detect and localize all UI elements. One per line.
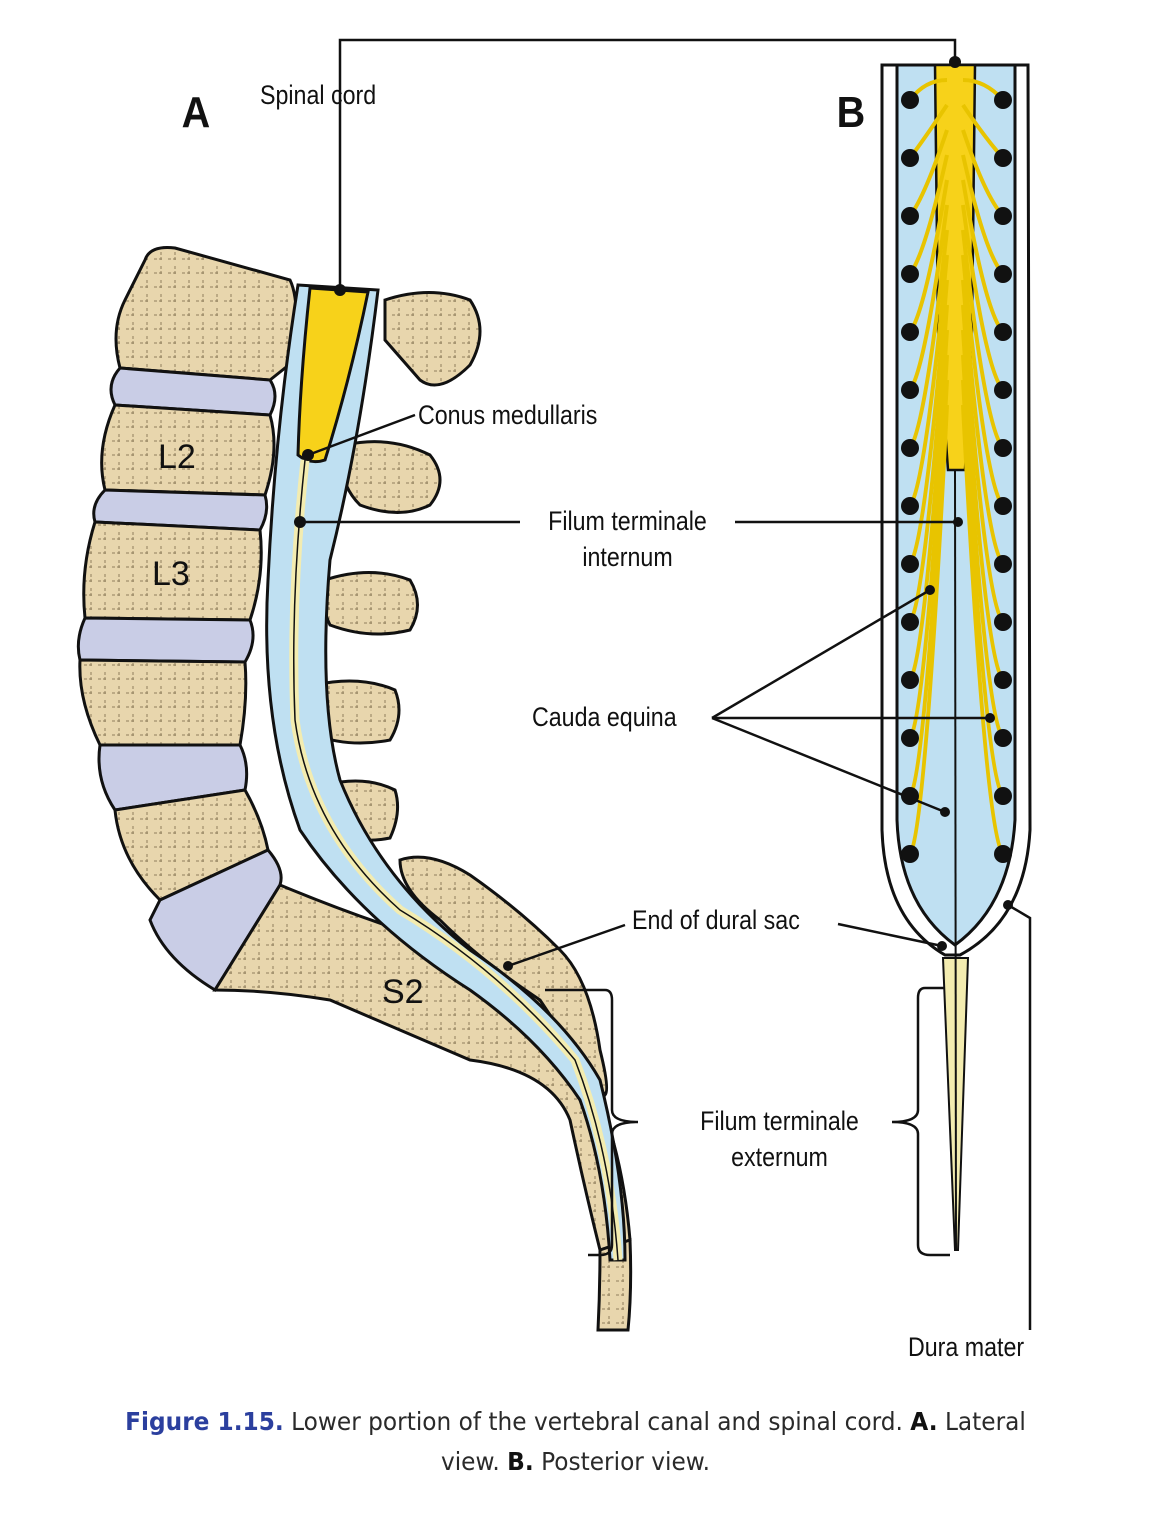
spinous-process-3 [320, 571, 419, 636]
leader-dura-mater [1007, 903, 1032, 1330]
dorsal-root-ganglion [901, 265, 919, 283]
dorsal-root-ganglion [901, 671, 919, 689]
caption-b-text: Posterior view. [541, 1447, 711, 1476]
nerve-root [908, 254, 949, 508]
vertebra-label-l2: L2 [158, 438, 196, 476]
nerve-root [961, 329, 1005, 682]
nerve-root [908, 404, 949, 856]
dorsal-root-ganglion [901, 729, 919, 747]
label-filum-internum-line2: internum [582, 541, 673, 572]
figure-caption: Figure 1.15. Lower portion of the verteb… [40, 1402, 1110, 1482]
label-filum-externum-line1: Filum terminale [700, 1106, 859, 1136]
nerve-root [908, 279, 949, 566]
dorsal-root-ganglion [994, 91, 1012, 109]
dorsal-root-ganglion [901, 555, 919, 573]
leader-end-dural-b [837, 922, 943, 948]
dorsal-root-ganglion [994, 729, 1012, 747]
leader-spinal-cord [338, 38, 957, 290]
dorsal-root-ganglion [994, 323, 1012, 341]
caption-b-marker: B. [507, 1447, 534, 1476]
nerve-root [961, 404, 1005, 856]
dorsal-root-ganglion [901, 323, 919, 341]
vertebra-label-l3: L3 [152, 555, 190, 593]
nerve-root [961, 354, 1005, 740]
dorsal-root-ganglion [901, 497, 919, 515]
brace-filum-externum-b [891, 986, 950, 1257]
label-filum-internum-line1: Filum terminale [548, 506, 707, 536]
dorsal-root-ganglion [994, 555, 1012, 573]
dorsal-root-ganglion [994, 845, 1012, 863]
coccyx [596, 1237, 633, 1332]
disc-l3-l4 [76, 616, 255, 664]
caption-text: Lower portion of the vertebral canal and… [291, 1407, 903, 1436]
sacral-crest [398, 855, 609, 1098]
nerve-root [908, 304, 949, 624]
label-conus-medullaris: Conus medullaris [418, 400, 598, 430]
label-cauda-equina: Cauda equina [532, 702, 677, 732]
nerve-root [908, 329, 949, 682]
leader-end-dural-a [507, 923, 626, 968]
vertebra-l1 [114, 246, 299, 382]
dorsal-root-ganglion [994, 381, 1012, 399]
dorsal-root-ganglion [901, 381, 919, 399]
label-filum-terminale-externum: Filum terminale externum [687, 1104, 872, 1175]
nerve-root [961, 254, 1005, 508]
figure-number: Figure 1.15. [125, 1407, 284, 1436]
dorsal-root-ganglion [994, 497, 1012, 515]
dorsal-root-ganglion [994, 149, 1012, 167]
leader-dots [294, 56, 1013, 971]
panel-label-a: A [181, 88, 211, 137]
label-dura-mater: Dura mater [908, 1332, 1025, 1362]
dorsal-root-ganglion [901, 207, 919, 225]
dorsal-root-ganglion [994, 207, 1012, 225]
dorsal-root-ganglion [901, 91, 919, 109]
dorsal-root-ganglion [994, 439, 1012, 457]
label-spinal-cord: Spinal cord [260, 80, 377, 110]
dorsal-root-ganglion [901, 439, 919, 457]
dorsal-root-ganglion [901, 845, 919, 863]
spinal-cord-lateral [296, 286, 370, 464]
leader-cauda-1 [711, 588, 931, 720]
dorsal-root-ganglion [994, 671, 1012, 689]
leader-lines [300, 38, 1032, 1330]
brace-filum-externum-a [545, 988, 639, 1257]
dorsal-root-ganglion [901, 149, 919, 167]
nerve-root [961, 304, 1005, 624]
dorsal-root-ganglion [994, 787, 1012, 805]
caption-line-2: view. B. Posterior view. [40, 1442, 1110, 1482]
vertebra-label-s2: S2 [382, 973, 424, 1011]
leader-conus [307, 413, 416, 457]
panel-label-b: B [836, 88, 866, 137]
dorsal-root-ganglion [994, 613, 1012, 631]
nerve-root [961, 279, 1005, 566]
label-end-of-dural-sac: End of dural sac [632, 905, 800, 935]
panel-a-lateral-view [76, 246, 633, 1332]
caption-a-text: Lateral [944, 1407, 1026, 1436]
caption-line-1: Figure 1.15. Lower portion of the verteb… [40, 1402, 1110, 1442]
panel-b-posterior-view [880, 63, 1032, 1251]
spinous-process-1 [383, 291, 482, 387]
dorsal-root-ganglion [994, 265, 1012, 283]
label-filum-terminale-internum: Filum terminale internum [535, 504, 720, 575]
dorsal-root-ganglion [901, 787, 919, 805]
spinous-process-2 [340, 440, 442, 514]
caption-a-text2: view. [440, 1447, 500, 1476]
caption-a-marker: A. [910, 1407, 938, 1436]
dorsal-root-ganglion [901, 613, 919, 631]
label-filum-externum-line2: externum [731, 1141, 828, 1172]
vertebra-l4 [78, 658, 248, 747]
